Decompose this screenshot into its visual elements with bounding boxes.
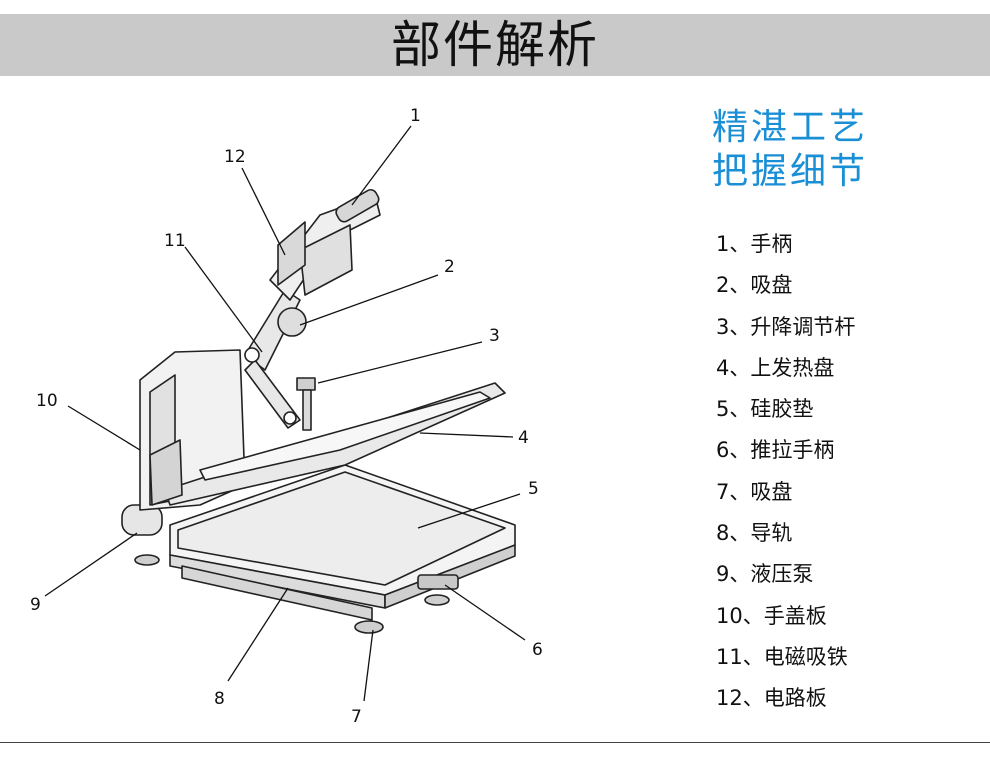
part-item: 1、手柄 <box>716 232 793 256</box>
part-item: 5、硅胶垫 <box>716 397 814 422</box>
part-item: 9、液压泵 <box>716 562 814 587</box>
callout-10: 10 <box>36 391 58 411</box>
heat-press-diagram: 1 2 3 4 5 6 7 8 9 10 11 12 <box>0 86 700 746</box>
callout-11: 11 <box>164 231 186 251</box>
callout-numbers: 1 2 3 4 5 6 7 8 9 10 11 12 <box>30 106 543 727</box>
part-item: 11、电磁吸铁 <box>716 644 848 669</box>
part-item: 3、升降调节杆 <box>716 314 856 339</box>
callout-2: 2 <box>444 257 455 277</box>
part-item: 4、上发热盘 <box>716 355 835 380</box>
callout-7: 7 <box>351 707 362 727</box>
callout-9: 9 <box>30 595 41 615</box>
heat-press-machine-illustration: 1 2 3 4 5 6 7 8 9 10 11 12 <box>30 106 543 727</box>
tagline: 精湛工艺 把握细节 <box>712 106 868 194</box>
callout-5: 5 <box>528 479 539 499</box>
callout-3: 3 <box>489 326 500 346</box>
page-title: 部件解析 <box>391 16 599 74</box>
tagline-line-2: 把握细节 <box>712 151 869 192</box>
callout-12: 12 <box>224 147 246 167</box>
part-item: 12、电路板 <box>716 686 827 711</box>
part-item: 8、导轨 <box>716 521 793 546</box>
part-item: 10、手盖板 <box>716 603 827 628</box>
footer-divider <box>0 742 990 743</box>
callout-1: 1 <box>410 106 421 126</box>
callout-6: 6 <box>532 640 543 660</box>
callout-4: 4 <box>518 428 529 448</box>
part-item: 2、吸盘 <box>716 273 793 298</box>
parts-list: 1、手柄 2、吸盘 3、升降调节杆 4、上发热盘 5、硅胶垫 6、推拉手柄 7、… <box>716 224 855 720</box>
part-item: 6、推拉手柄 <box>716 438 835 463</box>
part-item: 7、吸盘 <box>716 479 793 504</box>
callout-8: 8 <box>214 689 225 709</box>
tagline-line-1: 精湛工艺 <box>712 107 869 148</box>
title-bar: 部件解析 <box>0 14 990 76</box>
